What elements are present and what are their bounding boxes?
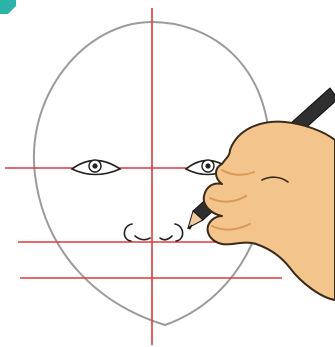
left-eye bbox=[72, 160, 120, 175]
corner-accent-icon bbox=[0, 0, 16, 14]
nose bbox=[124, 224, 182, 241]
hand-holding-pencil-icon bbox=[188, 88, 335, 300]
